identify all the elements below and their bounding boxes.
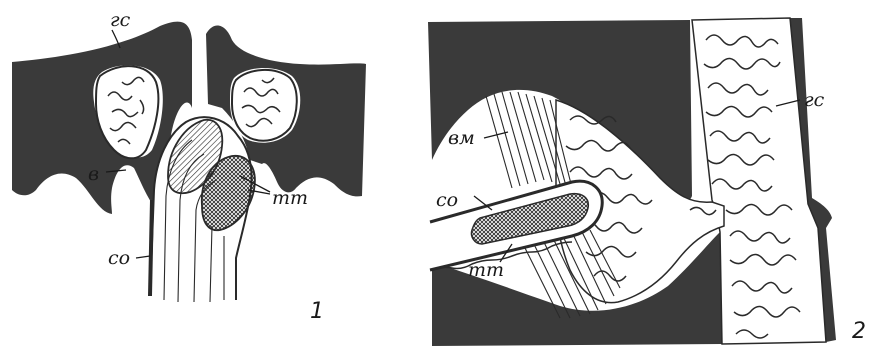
fig2-label-vm: вм — [448, 127, 475, 149]
fig1-label-so: со — [108, 247, 130, 269]
fig1-label-mm: тт — [272, 187, 308, 209]
fig2-label-so: со — [436, 189, 458, 211]
fig1-label-gs: гс — [110, 9, 131, 31]
fig1-label-v: в — [88, 163, 99, 185]
fig2-label-gs: гс — [804, 89, 825, 111]
fig1-number: 1 — [310, 299, 324, 324]
figure-1: гс в тт со 1 — [12, 9, 366, 324]
figure-2: вм со тт гс 2 — [428, 18, 866, 346]
fig2-label-mm: тт — [468, 259, 504, 281]
fig2-number: 2 — [852, 319, 866, 344]
